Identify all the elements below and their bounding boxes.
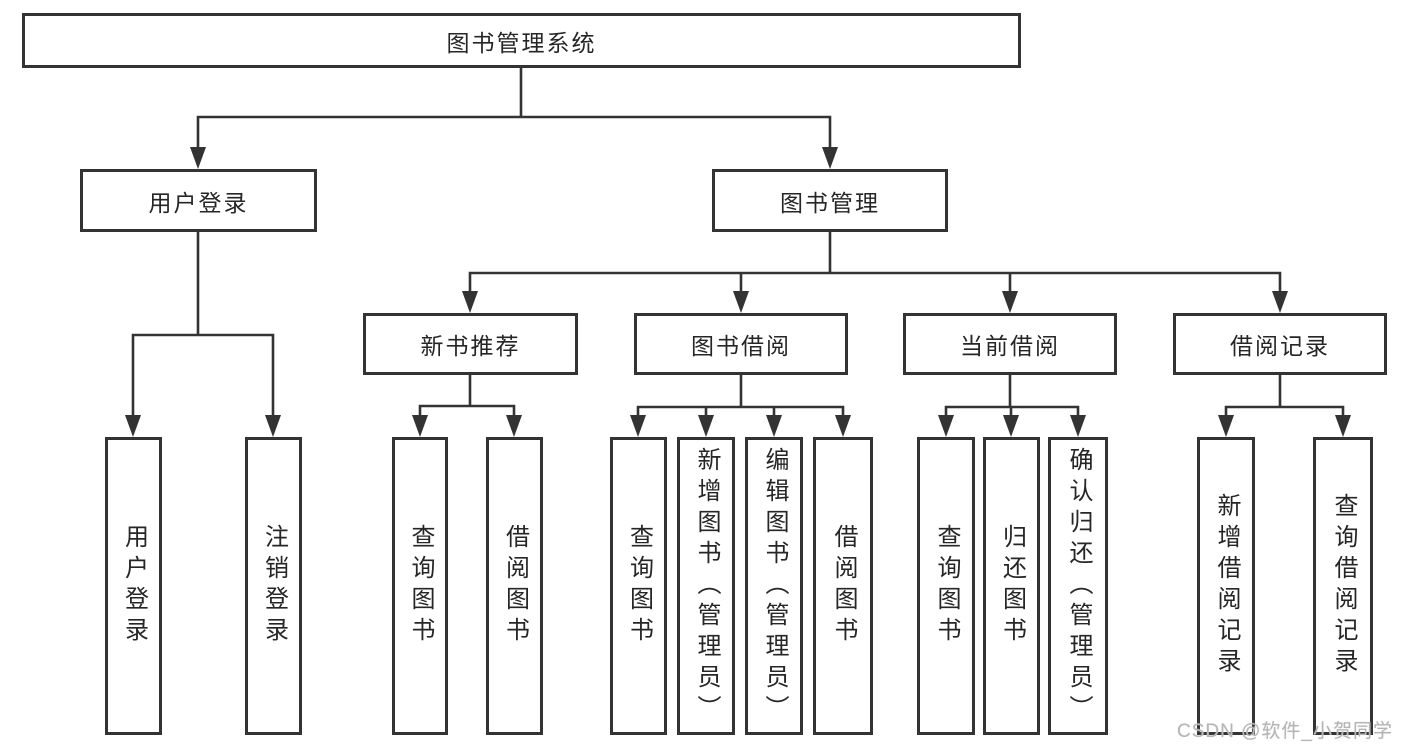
node-new-book-recommend: 新书推荐 [363, 313, 578, 375]
edge-borrow-records-children [1224, 373, 1345, 419]
leaf-nbr-query-books-label: 查询图书 [407, 524, 434, 648]
edge-user-login-children [131, 230, 275, 419]
arrowhead-bb-query-books [630, 415, 646, 437]
arrowhead-book-management [822, 147, 838, 169]
leaf-bb-add-book-admin: 新增图书（管理员） [677, 437, 735, 735]
arrowhead-current-borrow [1002, 291, 1018, 313]
arrowhead-bb-edit-book [766, 415, 782, 437]
arrowhead-cb-return-book [1003, 415, 1019, 437]
edge-root-to-level2 [196, 66, 832, 151]
leaf-cb-query-books-label: 查询图书 [933, 524, 960, 648]
leaf-br-add-borrow-record-label: 新增借阅记录 [1213, 493, 1240, 679]
node-library-management-system: 图书管理系统 [22, 13, 1021, 68]
watermark: CSDN @软件_小贺同学 [1177, 721, 1393, 742]
leaf-logout-label: 注销登录 [260, 524, 288, 648]
arrowhead-br-query-record [1335, 415, 1351, 437]
leaf-cb-query-books: 查询图书 [917, 437, 975, 735]
leaf-bb-edit-book-admin: 编辑图书（管理员） [745, 437, 803, 735]
node-book-management: 图书管理 [712, 169, 948, 232]
arrowhead-new-book-recommend [462, 291, 478, 313]
node-current-borrow: 当前借阅 [903, 313, 1117, 375]
leaf-user-login: 用户登录 [105, 437, 162, 735]
arrowhead-cb-query-books [938, 415, 954, 437]
leaf-nbr-query-books: 查询图书 [392, 437, 448, 735]
leaf-user-login-label: 用户登录 [120, 524, 148, 648]
leaf-bb-query-books-label: 查询图书 [625, 524, 653, 648]
node-book-borrow: 图书借阅 [634, 313, 848, 375]
edge-current-borrow-children [944, 373, 1080, 419]
edge-new-book-recommend-children [418, 373, 516, 419]
leaf-logout: 注销登录 [245, 437, 302, 735]
leaf-bb-borrow-books-label: 借阅图书 [830, 524, 857, 648]
arrowhead-bb-add-book [698, 415, 714, 437]
arrowhead-cb-confirm-return [1070, 415, 1086, 437]
leaf-bb-edit-book-admin-label: 编辑图书（管理员） [761, 446, 788, 726]
leaf-cb-return-book: 归还图书 [983, 437, 1040, 735]
leaf-cb-confirm-return-admin-label: 确认归还（管理员） [1065, 446, 1092, 726]
arrowhead-nbr-borrow-books [506, 415, 522, 437]
leaf-bb-borrow-books: 借阅图书 [813, 437, 873, 735]
arrowhead-br-add-record [1218, 415, 1234, 437]
arrowhead-nbr-query-books [412, 415, 428, 437]
leaf-cb-return-book-label: 归还图书 [998, 524, 1026, 648]
leaf-br-query-borrow-record: 查询借阅记录 [1313, 437, 1373, 735]
edge-book-management-children [468, 230, 1282, 295]
node-borrow-records: 借阅记录 [1173, 313, 1387, 375]
leaf-nbr-borrow-books: 借阅图书 [486, 437, 543, 735]
leaf-bb-add-book-admin-label: 新增图书（管理员） [693, 446, 720, 726]
arrowhead-user-login [190, 147, 206, 169]
leaf-br-query-borrow-record-label: 查询借阅记录 [1330, 493, 1357, 679]
leaf-bb-query-books: 查询图书 [610, 437, 667, 735]
arrowhead-bb-borrow-books [835, 415, 851, 437]
arrowhead-borrow-records [1272, 291, 1288, 313]
leaf-nbr-borrow-books-label: 借阅图书 [501, 524, 529, 648]
node-user-login: 用户登录 [80, 169, 317, 232]
leaf-cb-confirm-return-admin: 确认归还（管理员） [1048, 437, 1108, 735]
edge-book-borrow-children [636, 373, 845, 419]
leaf-br-add-borrow-record: 新增借阅记录 [1197, 437, 1255, 735]
arrowhead-book-borrow [733, 291, 749, 313]
arrowhead-leaf-user-login [125, 415, 141, 437]
arrowhead-leaf-logout [265, 415, 281, 437]
